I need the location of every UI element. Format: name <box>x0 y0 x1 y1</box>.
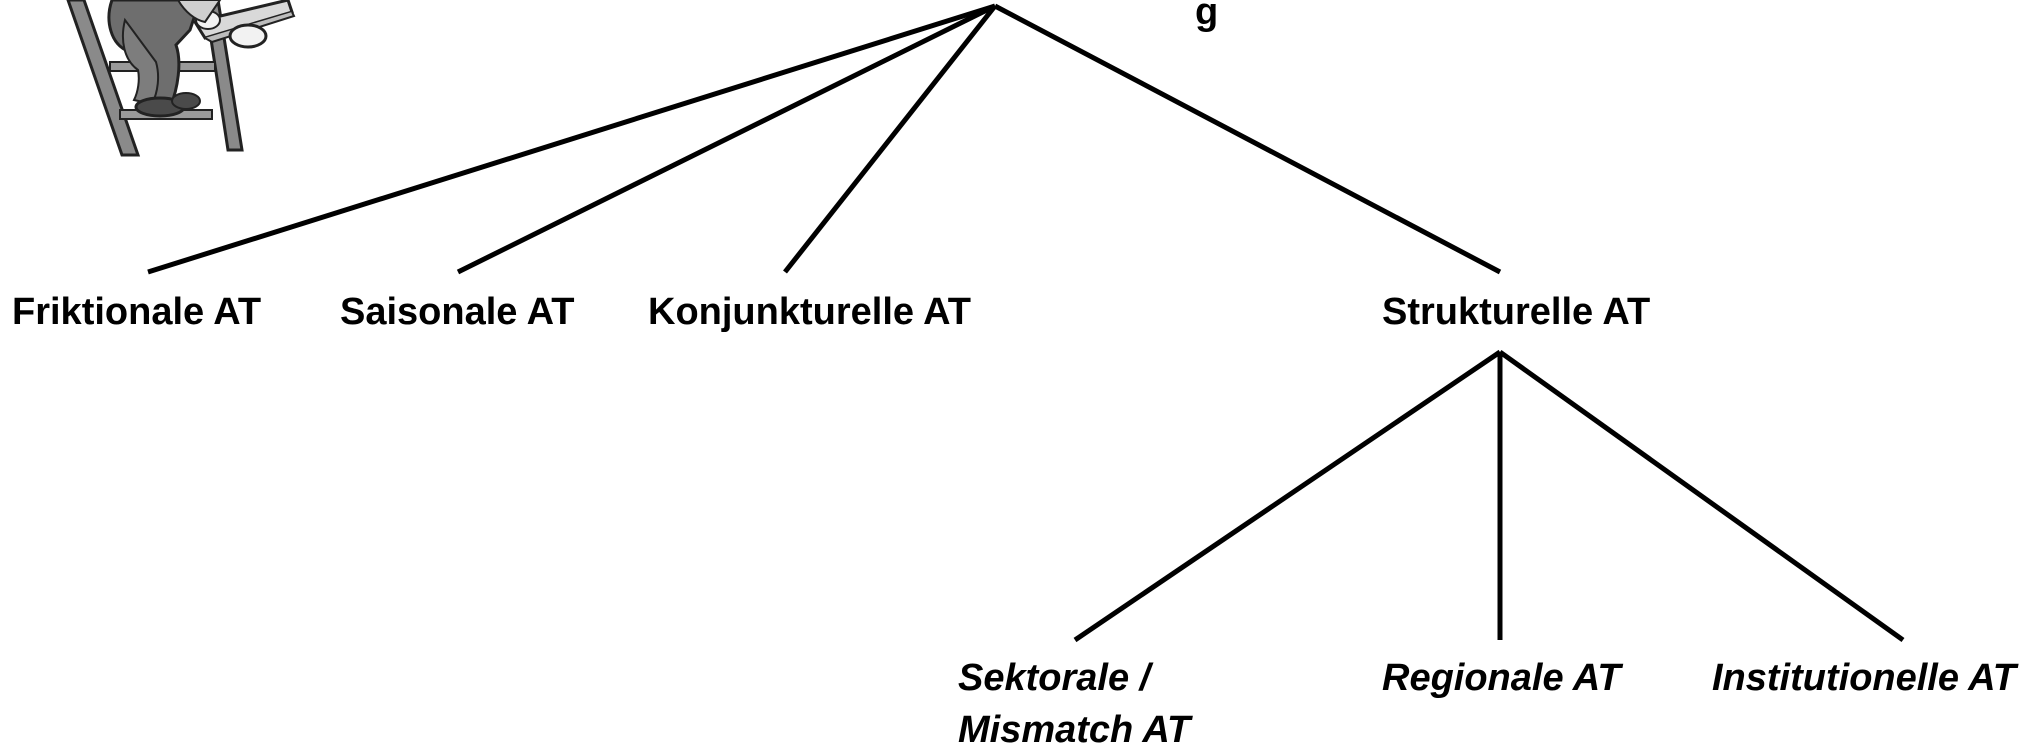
edge-strukturell-sektoral <box>1073 349 1502 643</box>
node-sektorale-mismatch-at: Sektorale / Mismatch AT <box>958 652 1190 756</box>
node-regionale-at: Regionale AT <box>1382 657 1621 699</box>
node-saisonale-at: Saisonale AT <box>340 291 575 333</box>
node-konjunkturelle-at: Konjunkturelle AT <box>648 291 971 333</box>
root-label-partial: g <box>1195 0 1218 33</box>
strukturell-connectors <box>1073 349 1905 643</box>
node-sektorale-line1: Sektorale / <box>958 657 1151 699</box>
node-strukturelle-at: Strukturelle AT <box>1382 291 1651 333</box>
root-connectors <box>147 3 1502 275</box>
edge-root-saisonal <box>456 3 997 275</box>
node-friktionale-at: Friktionale AT <box>12 291 262 333</box>
edge-root-strukturell <box>993 3 1502 275</box>
edge-strukturell-institutionell <box>1498 349 1905 643</box>
node-institutionelle-at: Institutionelle AT <box>1712 657 2016 699</box>
edge-root-friktional <box>147 3 996 275</box>
person-reading-on-ladder-icon <box>66 0 296 157</box>
edge-root-konjunkturell <box>783 4 997 274</box>
node-sektorale-line2: Mismatch AT <box>958 709 1191 751</box>
